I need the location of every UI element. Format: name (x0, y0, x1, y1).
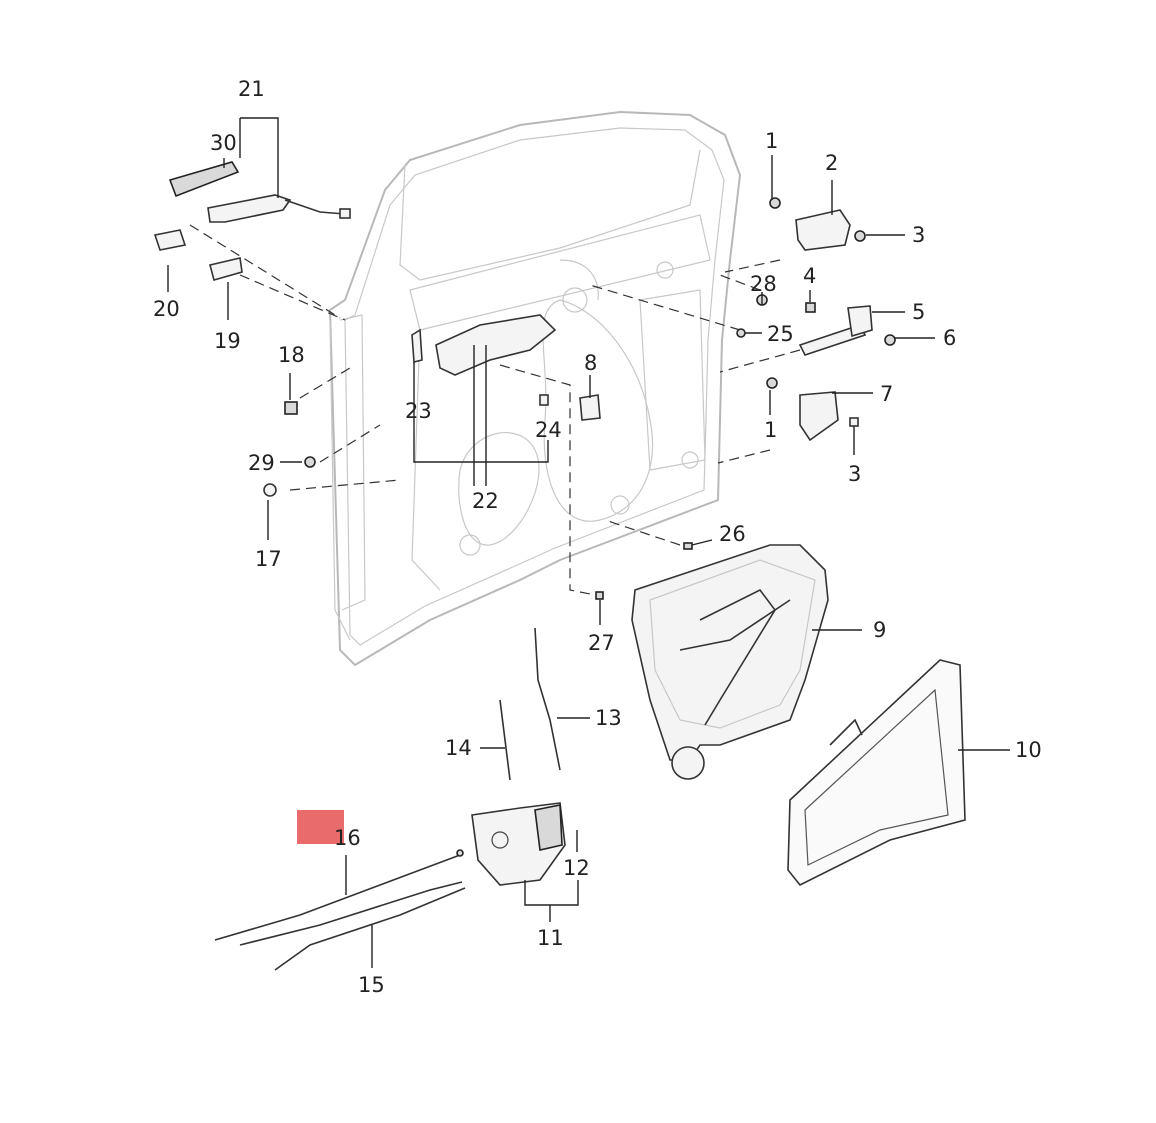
callout-19: 19 (214, 329, 241, 353)
callout-27: 27 (588, 631, 615, 655)
callout-4: 4 (803, 264, 816, 288)
callout-1-bottom: 1 (764, 418, 777, 442)
callout-10: 10 (1015, 738, 1042, 762)
callout-23: 23 (405, 399, 432, 423)
callout-1-top: 1 (765, 129, 778, 153)
callout-15: 15 (358, 973, 385, 997)
callout-21: 21 (238, 77, 265, 101)
callout-28: 28 (750, 272, 777, 296)
callout-9: 9 (873, 618, 886, 642)
callout-7: 7 (880, 382, 893, 406)
callout-24: 24 (535, 418, 562, 442)
callout-25: 25 (767, 322, 794, 346)
hinge-and-check-parts (736, 197, 896, 442)
callout-30: 30 (210, 131, 237, 155)
inner-handle-and-clips (263, 314, 693, 600)
callout-11: 11 (537, 926, 564, 950)
callout-16: 16 (334, 826, 361, 850)
door-shell (328, 110, 742, 667)
callout-2: 2 (825, 151, 838, 175)
leader-lines (167, 117, 1010, 968)
callout-6: 6 (943, 326, 956, 350)
rods-and-cables (214, 627, 561, 971)
callout-3-bottom: 3 (848, 462, 861, 486)
handle-assembly (153, 161, 351, 281)
highlight-marker (297, 810, 344, 844)
callout-14: 14 (445, 736, 472, 760)
callout-labels: 21 30 20 19 18 29 17 23 24 22 8 1 2 3 4 … (153, 77, 1042, 997)
callout-18: 18 (278, 343, 305, 367)
callout-26: 26 (719, 522, 746, 546)
door-latch-assembly (471, 802, 566, 886)
callout-12: 12 (563, 856, 590, 880)
callout-17: 17 (255, 547, 282, 571)
callout-3-top: 3 (912, 223, 925, 247)
window-regulator-panel (631, 544, 829, 780)
callout-13: 13 (595, 706, 622, 730)
callout-20: 20 (153, 297, 180, 321)
assembly-guide-lines (189, 224, 801, 596)
callout-29: 29 (248, 451, 275, 475)
callout-22: 22 (472, 489, 499, 513)
callout-5: 5 (912, 300, 925, 324)
glass-run-seal (787, 659, 966, 887)
callout-8: 8 (584, 351, 597, 375)
